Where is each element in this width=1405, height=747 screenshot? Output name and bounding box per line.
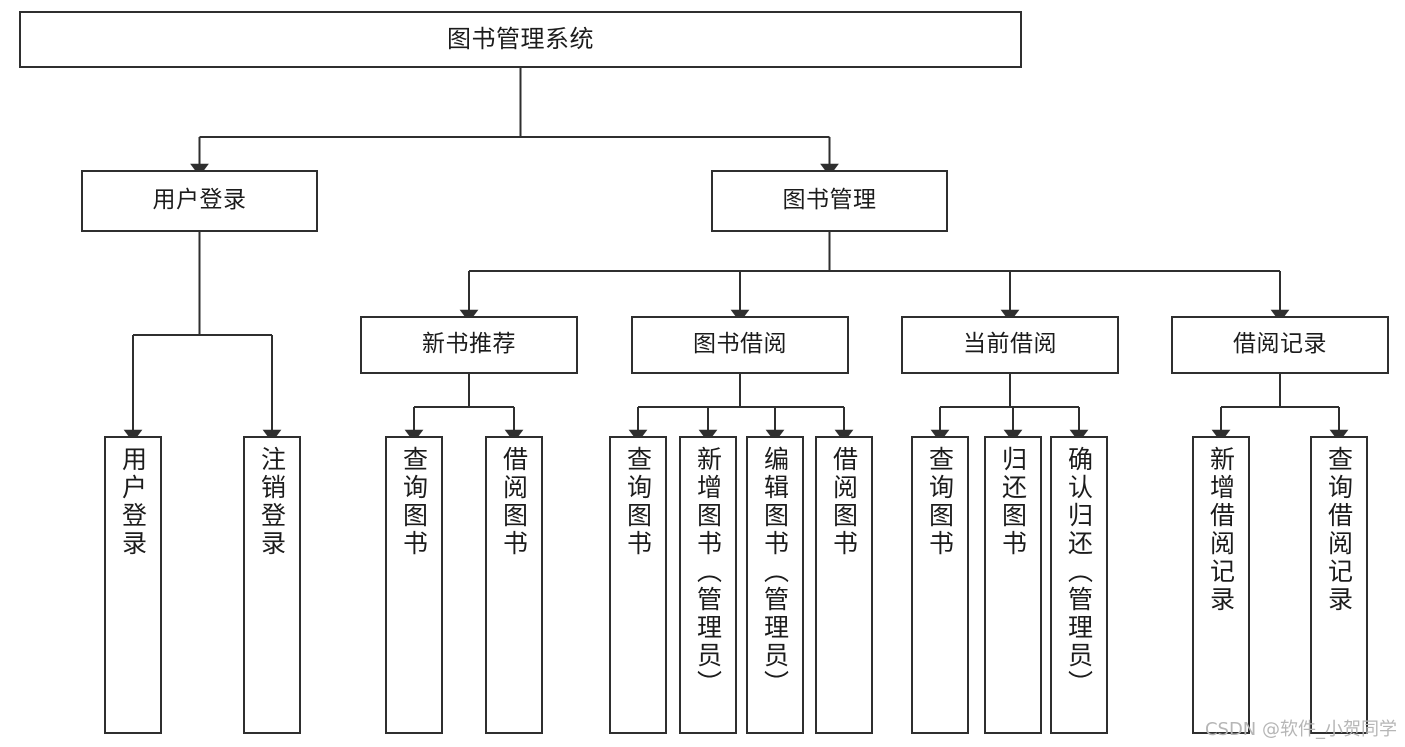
node-label: 新增图书（管理员） [693,446,723,698]
node-leaf-rec-query[interactable]: 查询图书 [385,436,443,734]
node-label: 图书管理系统 [447,25,594,54]
node-label: 当前借阅 [963,331,1057,358]
node-label: 借阅记录 [1233,331,1327,358]
node-leaf-bb-query[interactable]: 查询图书 [609,436,667,734]
node-label: 借阅图书 [499,446,529,558]
node-label: 借阅图书 [829,446,859,558]
node-label: 用户登录 [118,446,148,558]
node-leaf-cb-confirm[interactable]: 确认归还（管理员） [1050,436,1108,734]
node-label: 新增借阅记录 [1206,446,1236,614]
node-leaf-cb-return[interactable]: 归还图书 [984,436,1042,734]
node-user-login[interactable]: 用户登录 [81,170,318,232]
node-borrow-record[interactable]: 借阅记录 [1171,316,1389,374]
node-leaf-br-query[interactable]: 查询借阅记录 [1310,436,1368,734]
node-label: 图书借阅 [693,331,787,358]
node-label: 归还图书 [998,446,1028,558]
node-label: 查询图书 [925,446,955,558]
node-leaf-br-add[interactable]: 新增借阅记录 [1192,436,1250,734]
node-label: 确认归还（管理员） [1064,446,1094,698]
node-leaf-rec-borrow[interactable]: 借阅图书 [485,436,543,734]
node-leaf-bb-borrow[interactable]: 借阅图书 [815,436,873,734]
node-root[interactable]: 图书管理系统 [19,11,1022,68]
node-label: 编辑图书（管理员） [760,446,790,698]
node-label: 查询图书 [623,446,653,558]
node-new-book-rec[interactable]: 新书推荐 [360,316,578,374]
node-leaf-cb-query[interactable]: 查询图书 [911,436,969,734]
edge-group [123,68,1349,443]
node-label: 新书推荐 [422,331,516,358]
node-book-borrow[interactable]: 图书借阅 [631,316,849,374]
node-label: 查询图书 [399,446,429,558]
node-leaf-bb-edit[interactable]: 编辑图书（管理员） [746,436,804,734]
node-label: 注销登录 [257,446,287,558]
node-label: 用户登录 [152,187,247,214]
node-label: 查询借阅记录 [1324,446,1354,614]
node-leaf-bb-add[interactable]: 新增图书（管理员） [679,436,737,734]
node-leaf-user-login[interactable]: 用户登录 [104,436,162,734]
node-leaf-user-logout[interactable]: 注销登录 [243,436,301,734]
node-book-manage[interactable]: 图书管理 [711,170,948,232]
node-label: 图书管理 [782,187,877,214]
node-current-borrow[interactable]: 当前借阅 [901,316,1119,374]
